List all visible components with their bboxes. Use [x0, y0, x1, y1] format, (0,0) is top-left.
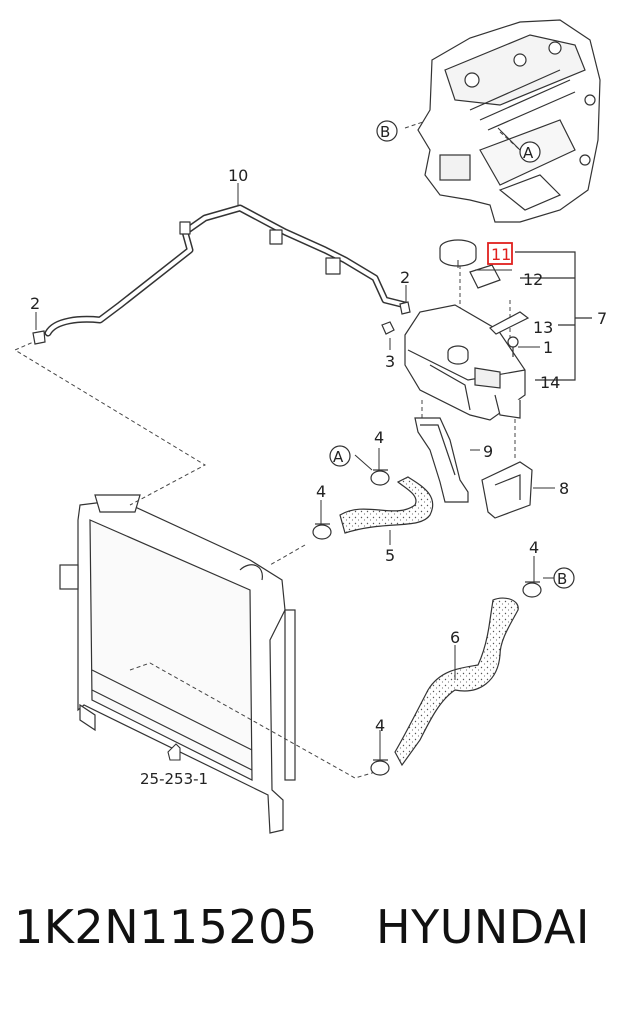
callout-11: 11	[491, 245, 511, 264]
callout-2-left: 2	[30, 294, 40, 313]
svg-text:A: A	[333, 448, 344, 466]
callout-12: 12	[523, 270, 543, 289]
ref-a-engine: A	[519, 141, 541, 163]
label-12	[469, 264, 501, 289]
callout-7: 7	[597, 309, 607, 328]
callout-13: 13	[533, 318, 553, 337]
cap-11	[439, 239, 477, 267]
brand-name: HYUNDAI	[376, 900, 590, 954]
clip-2-left	[32, 330, 46, 345]
clamp-4-upper	[370, 469, 390, 486]
hand-pointer-icon	[167, 743, 181, 761]
callout-4-left: 4	[316, 482, 326, 501]
hose-6	[394, 597, 519, 767]
bolt-1	[507, 336, 519, 357]
callout-5: 5	[385, 546, 395, 565]
svg-text:B: B	[557, 570, 567, 588]
hose-13	[489, 311, 530, 335]
ref-a-hose: A	[329, 445, 351, 467]
callout-9: 9	[483, 442, 493, 461]
callout-8: 8	[559, 479, 569, 498]
footer: 1K2N115205 HYUNDAI	[0, 900, 626, 980]
nut-3	[381, 321, 395, 335]
svg-text:B: B	[380, 123, 390, 141]
callout-3: 3	[385, 352, 395, 371]
clamp-4-lower	[370, 759, 390, 776]
hose-5	[339, 476, 434, 534]
bracket-8	[481, 461, 533, 519]
ref-b-hose: B	[553, 567, 575, 589]
engine-block	[417, 19, 601, 223]
callout-11-highlight-box	[487, 242, 513, 265]
cooling-system-diagram: 10 2 2 3 1 12 13 7 14 9 8 4 4 5 4 6 4 11…	[13, 19, 607, 834]
callout-4-lower: 4	[375, 716, 385, 735]
pipe-10	[44, 204, 409, 337]
svg-text:A: A	[523, 144, 534, 162]
clamp-4-left	[312, 523, 332, 540]
clamp-4-right	[522, 581, 542, 598]
callout-2-right: 2	[400, 268, 410, 287]
part-number: 1K2N115205	[14, 900, 318, 954]
clip-2-right	[399, 301, 411, 315]
radiator	[59, 494, 296, 834]
leader-lines	[35, 127, 555, 760]
reference-label: 25-253-1	[140, 770, 208, 788]
callout-4-upper: 4	[374, 428, 384, 447]
bracket-9	[414, 417, 469, 503]
callout-14: 14	[540, 373, 560, 392]
callout-6: 6	[450, 628, 460, 647]
ref-b-engine: B	[376, 120, 398, 142]
callout-10: 10	[228, 166, 248, 185]
callout-1: 1	[543, 338, 553, 357]
callout-4-right: 4	[529, 538, 539, 557]
group-bracket-7	[515, 251, 592, 381]
